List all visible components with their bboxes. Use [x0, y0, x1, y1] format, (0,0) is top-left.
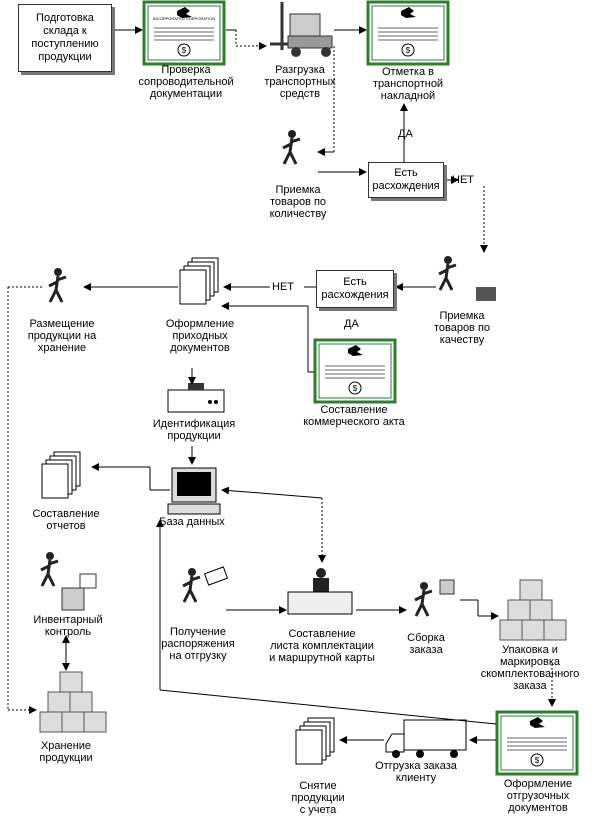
- box-icon: [439, 579, 455, 595]
- boxes-icon: [39, 671, 107, 733]
- waybill-mark-label: Отметка в транспортной накладной: [372, 66, 444, 102]
- assemble-label: Сборка заказа: [407, 632, 445, 656]
- identify-label: Идентификация продукции: [152, 418, 236, 442]
- receive-order-label: Получение распоряжения на отгрузку: [161, 626, 235, 662]
- cert-title: INCORPORATED CORPORATION: [153, 16, 216, 21]
- picking-list-label: Составление листа комплектации и маршрут…: [269, 628, 375, 664]
- shipping-docs-label: Оформление отгрузочных документов: [503, 778, 573, 814]
- commercial-act-label: Составление коммерческого акта: [303, 404, 405, 428]
- ship-client-label: Отгрузка заказа клиенту: [375, 760, 457, 784]
- inventory-label: Инвентарный контроль: [33, 614, 103, 638]
- documents-icon: [295, 717, 335, 765]
- worker-icon: [281, 128, 302, 166]
- certificate-icon: [142, 0, 226, 66]
- no-label-1: НЕТ: [452, 174, 474, 186]
- decision-box-1: Есть расхождения: [368, 162, 444, 198]
- boxes-icon: [499, 579, 567, 641]
- yes-label-2: ДА: [344, 318, 359, 330]
- yes-label-1: ДА: [398, 128, 413, 140]
- worker-icon: [181, 566, 202, 604]
- loader-icon: [413, 580, 434, 618]
- truck-icon: [385, 719, 467, 758]
- documents-icon: [179, 257, 219, 305]
- crate-icon: [61, 573, 97, 611]
- clerk-desk-icon: [287, 568, 353, 615]
- packing-label: Упаковка и маркировка скомплектованного …: [480, 644, 580, 692]
- writeoff-label: Снятие продукции с учета: [291, 780, 345, 816]
- certificate-icon: [313, 338, 397, 404]
- computer-icon: [167, 467, 221, 515]
- reports-label: Составление отчетов: [32, 508, 100, 532]
- certificate-icon: [495, 710, 579, 776]
- box-icon: [476, 287, 496, 301]
- worker-icon: [39, 550, 60, 588]
- accept-qty-label: Приемка товаров по количеству: [269, 184, 327, 220]
- inspector-icon: [437, 254, 458, 292]
- no-label-2: НЕТ: [272, 281, 294, 293]
- place-storage-label: Размещение продукции на хранение: [27, 318, 97, 354]
- incoming-docs-label: Оформление приходных документов: [165, 318, 235, 354]
- decision-box-2: Есть расхождения: [316, 270, 394, 308]
- storage-label: Хранение продукции: [39, 740, 93, 764]
- worker-icon: [47, 266, 68, 304]
- database-label: База данных: [159, 516, 225, 528]
- docs-check-label: Проверка сопроводительной документации: [138, 64, 234, 100]
- paper-icon: [203, 566, 229, 586]
- scanner-icon: [167, 383, 225, 413]
- documents-icon: [41, 451, 81, 499]
- accept-quality-label: Приемка товаров по качеству: [433, 310, 491, 346]
- start-box: Подготовка склада к поступлению продукци…: [18, 4, 112, 72]
- certificate-icon: [366, 0, 450, 66]
- unload-label: Разгрузка транспортных средств: [264, 64, 336, 100]
- forklift-icon: [270, 2, 333, 57]
